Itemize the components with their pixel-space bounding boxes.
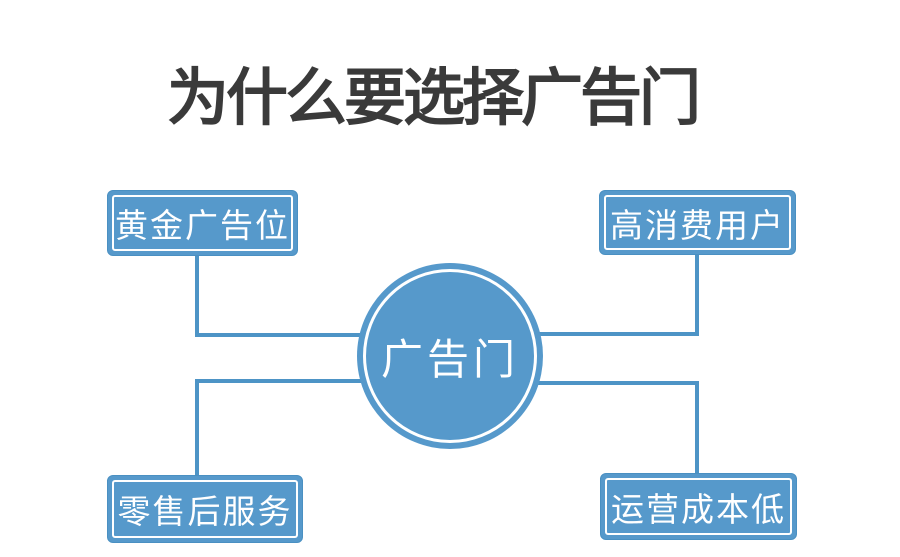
center-hub-circle: 广告门 <box>357 263 543 449</box>
connector-bottom-left-vertical <box>195 379 199 475</box>
connector-top-left-vertical <box>195 256 199 337</box>
node-golden-ad-position: 黄金广告位 <box>107 190 298 256</box>
node-zero-after-sales-service: 零售后服务 <box>107 475 303 543</box>
connector-bottom-left-horizontal <box>195 379 450 383</box>
connector-bottom-right-vertical <box>695 381 699 473</box>
page-title: 为什么要选择广告门 <box>166 65 701 133</box>
connector-top-right-vertical <box>695 255 699 336</box>
node-low-operating-cost: 运营成本低 <box>600 473 797 540</box>
node-label: 黄金广告位 <box>112 195 293 251</box>
connector-top-right-horizontal <box>450 332 699 336</box>
node-high-spending-users: 高消费用户 <box>599 190 796 255</box>
node-label: 零售后服务 <box>112 480 298 538</box>
node-label: 高消费用户 <box>604 195 791 250</box>
node-label: 运营成本低 <box>605 478 792 535</box>
connector-top-left-horizontal <box>195 333 450 337</box>
connector-bottom-right-horizontal <box>450 381 699 385</box>
center-hub-label: 广告门 <box>363 269 537 443</box>
